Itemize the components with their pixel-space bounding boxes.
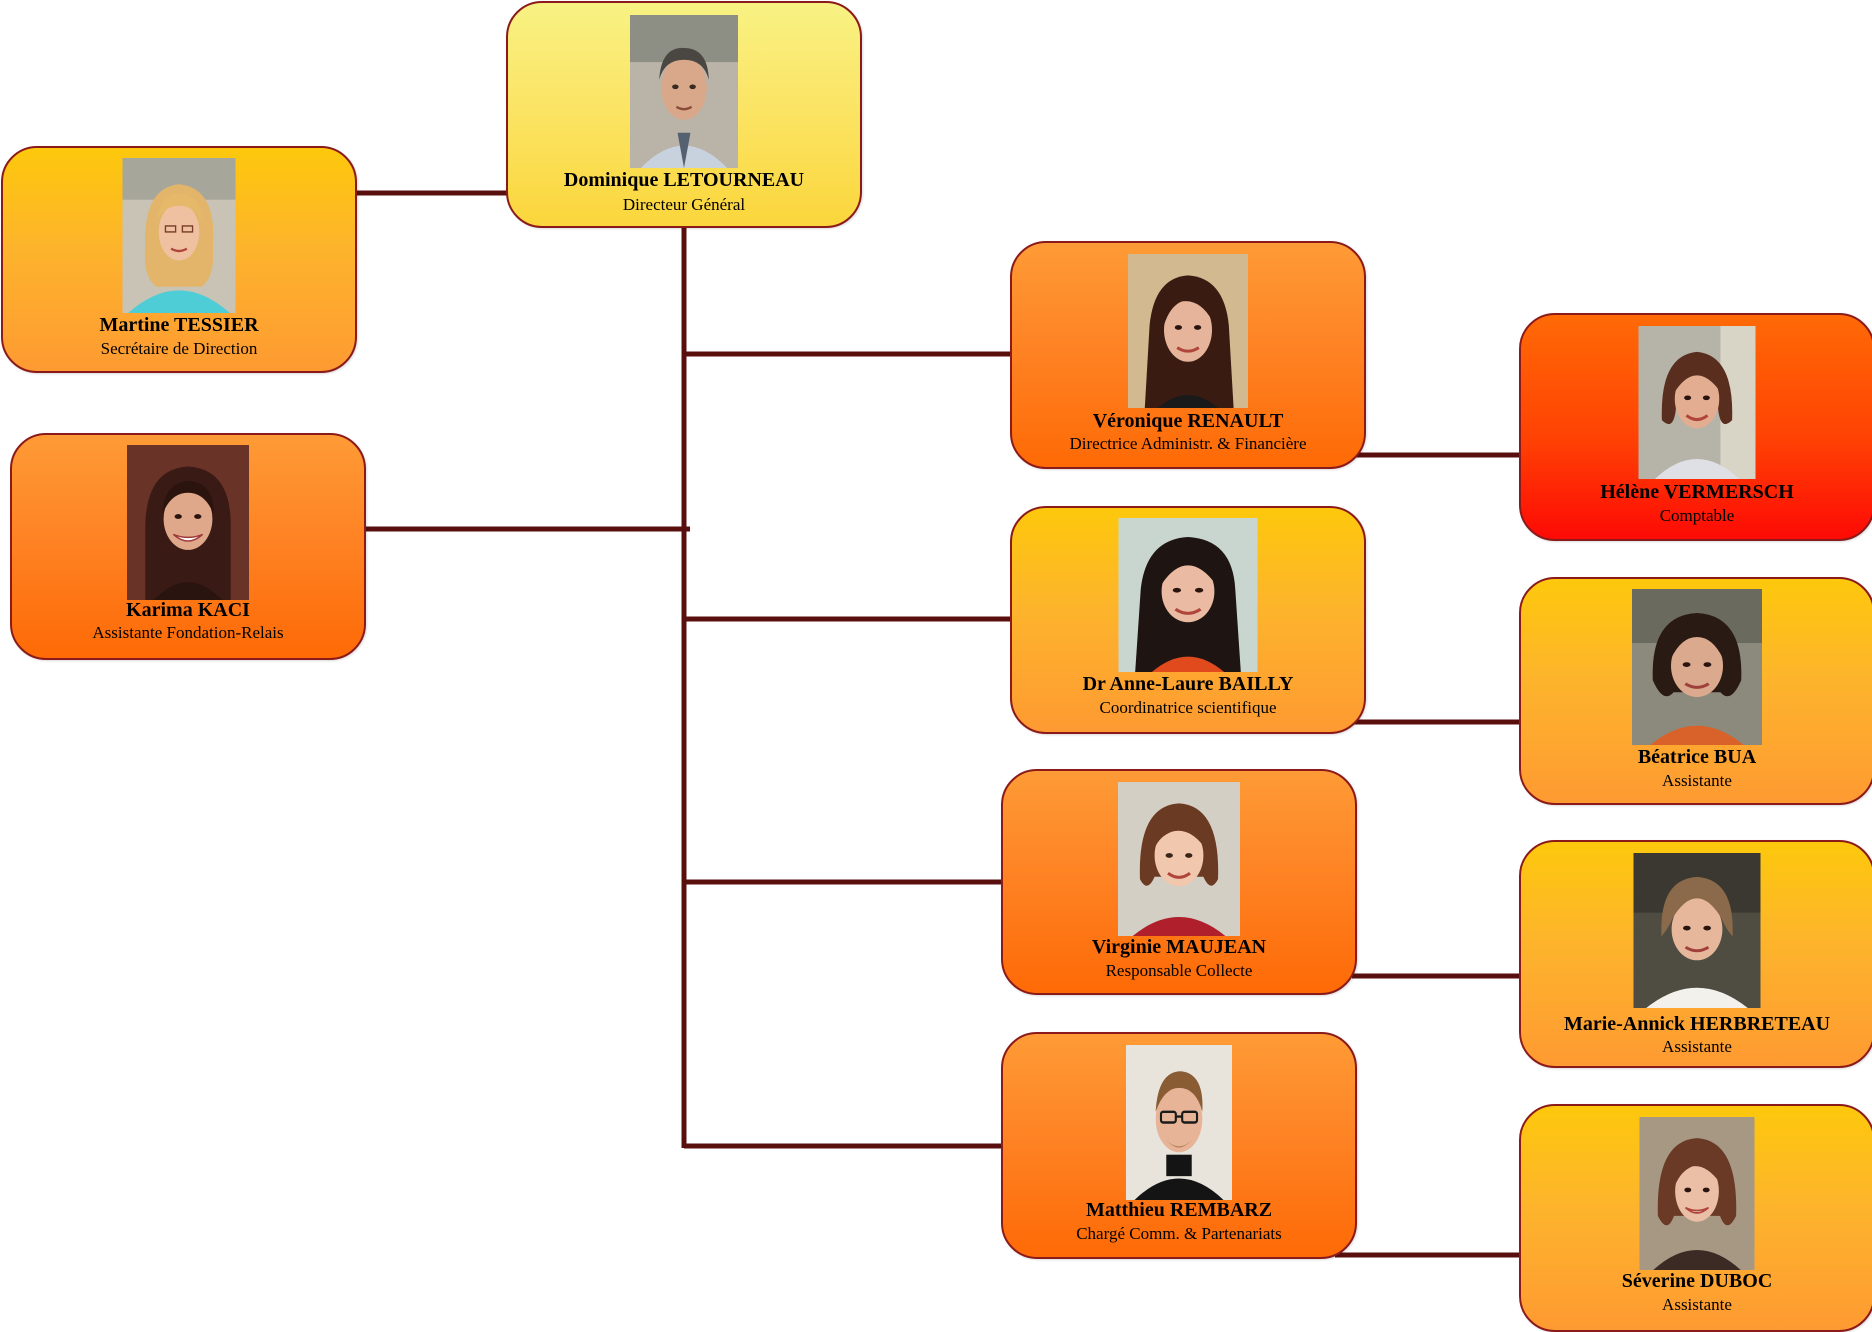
name-bua: Béatrice BUA [1637, 746, 1757, 768]
photo-maujean [1118, 782, 1240, 936]
photo-renault [1128, 254, 1248, 408]
photo-tessier [122, 158, 236, 313]
role-rembarz: Chargé Comm. & Partenariats [1076, 1224, 1282, 1243]
name-tessier: Martine TESSIER [99, 314, 259, 336]
role-maujean: Responsable Collecte [1105, 961, 1253, 980]
role-renault: Directrice Administr. & Financière [1069, 434, 1307, 453]
photo-duboc [1639, 1117, 1755, 1270]
name-maujean: Virginie MAUJEAN [1091, 936, 1267, 958]
name-renault: Véronique RENAULT [1092, 410, 1284, 432]
role-kaci: Assistante Fondation-Relais [92, 623, 284, 642]
node-tessier[interactable]: Martine TESSIER Secrétaire de Direction [1, 146, 357, 373]
node-bua[interactable]: Béatrice BUA Assistante [1519, 577, 1872, 805]
role-bailly: Coordinatrice scientifique [1099, 698, 1277, 717]
node-maujean[interactable]: Virginie MAUJEAN Responsable Collecte [1001, 769, 1357, 995]
photo-bailly [1118, 518, 1258, 672]
node-renault[interactable]: Véronique RENAULT Directrice Administr. … [1010, 241, 1366, 469]
photo-rembarz [1126, 1045, 1232, 1200]
role-bua: Assistante [1662, 771, 1732, 790]
photo-letourneau [630, 15, 738, 168]
role-duboc: Assistante [1662, 1295, 1732, 1314]
name-bailly: Dr Anne-Laure BAILLY [1082, 673, 1294, 695]
node-bailly[interactable]: Dr Anne-Laure BAILLY Coordinatrice scien… [1010, 506, 1366, 734]
role-vermersch: Comptable [1659, 506, 1735, 525]
photo-herbreteau [1633, 853, 1761, 1008]
name-letourneau: Dominique LETOURNEAU [563, 169, 805, 191]
node-duboc[interactable]: Séverine DUBOC Assistante [1519, 1104, 1872, 1332]
node-herbreteau[interactable]: Marie-Annick HERBRETEAU Assistante [1519, 840, 1872, 1068]
name-duboc: Séverine DUBOC [1621, 1270, 1773, 1292]
name-rembarz: Matthieu REMBARZ [1085, 1199, 1273, 1221]
name-herbreteau: Marie-Annick HERBRETEAU [1563, 1013, 1831, 1035]
node-rembarz[interactable]: Matthieu REMBARZ Chargé Comm. & Partenar… [1001, 1032, 1357, 1259]
photo-kaci [127, 445, 249, 600]
role-letourneau: Directeur Général [622, 195, 746, 214]
photo-bua [1632, 589, 1762, 745]
name-kaci: Karima KACI [126, 599, 250, 621]
role-herbreteau: Assistante [1662, 1037, 1732, 1056]
node-vermersch[interactable]: Hélène VERMERSCH Comptable [1519, 313, 1872, 541]
role-tessier: Secrétaire de Direction [100, 339, 258, 358]
photo-vermersch [1638, 326, 1756, 479]
name-vermersch: Hélène VERMERSCH [1600, 481, 1794, 503]
node-kaci[interactable]: Karima KACI Assistante Fondation-Relais [10, 433, 366, 660]
node-letourneau[interactable]: Dominique LETOURNEAU Directeur Général [506, 1, 862, 228]
